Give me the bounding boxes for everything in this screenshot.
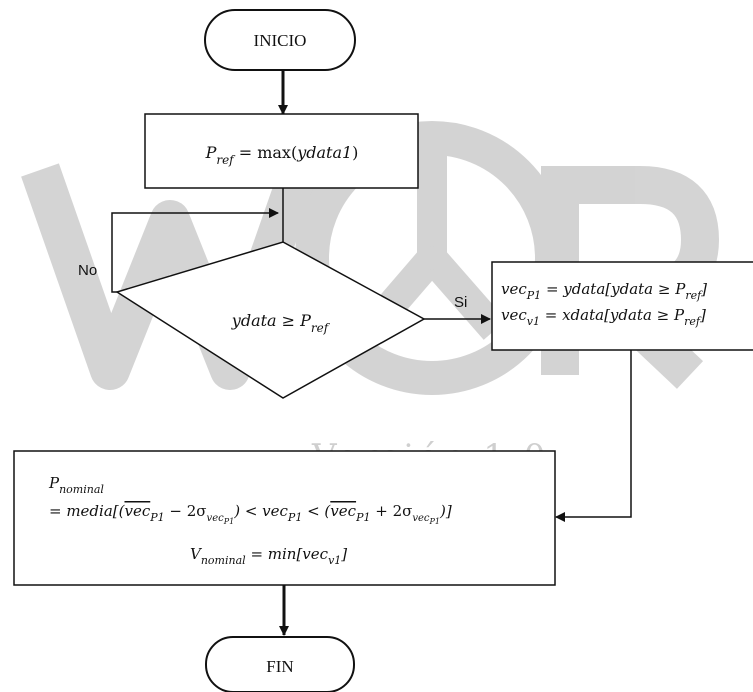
process1-formula: Pref = max(ydata1) <box>205 143 359 167</box>
process3-vnominal: Vnominal = min[vecv1] <box>190 545 347 567</box>
process-box-vectors <box>491 261 753 351</box>
end-terminal <box>205 636 355 692</box>
start-terminal <box>204 9 356 71</box>
process-box-pref <box>144 113 419 189</box>
connector-no-loop <box>111 208 279 293</box>
process-box-nominal <box>13 450 556 586</box>
no-label: No <box>78 262 97 279</box>
connector-process2-to-process3 <box>555 350 632 522</box>
process3-pnominal: Pnominal <box>48 474 104 496</box>
process2-line2: vecv1 = xdata[ydata ≥ Pref] <box>501 306 706 328</box>
process3-media-formula: = media[(vecP1 − 2σvecP1) < vecP1 < (vec… <box>49 502 452 526</box>
start-label: INICIO <box>254 31 307 50</box>
decision-formula: ydata ≥ Pref <box>231 311 331 335</box>
end-label: FIN <box>266 657 293 676</box>
yes-label: Si <box>454 294 467 311</box>
process2-line1: vecP1 = ydata[ydata ≥ Pref] <box>501 280 707 302</box>
decision-diamond <box>115 241 426 399</box>
